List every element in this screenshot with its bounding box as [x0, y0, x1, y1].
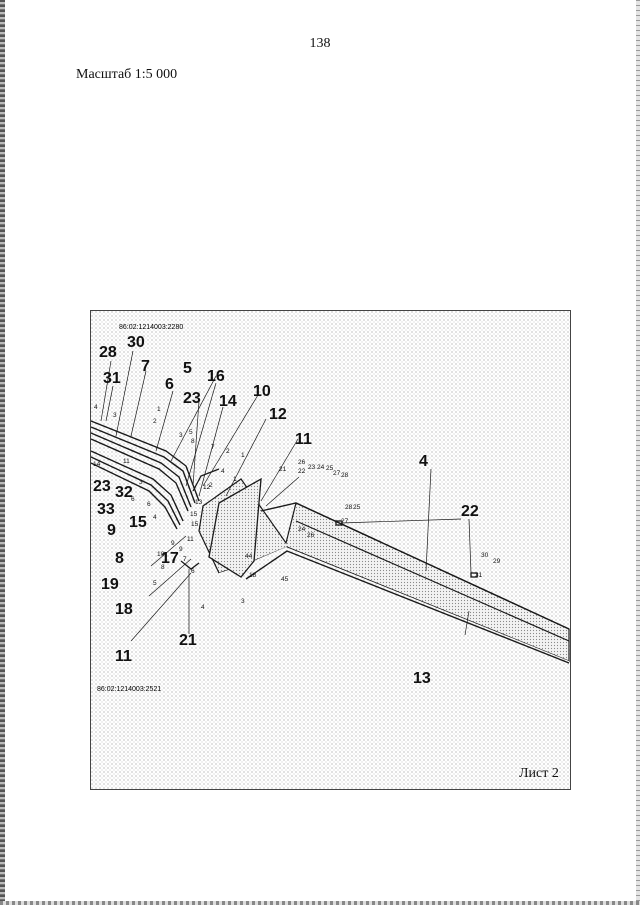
cadastral-number-bottom: 86:02:1214003:2521 [97, 686, 161, 693]
label-16: 16 [207, 368, 225, 385]
point-label: 5 [189, 429, 193, 436]
label-23: 23 [183, 390, 201, 407]
point-label: 24 [298, 526, 306, 533]
point-label: 4 [221, 468, 225, 475]
point-label: 14 [93, 461, 101, 468]
point-label: 21 [279, 466, 287, 473]
label-22: 22 [461, 503, 479, 520]
point-label: 2 [209, 482, 213, 489]
label-15: 15 [129, 514, 147, 531]
big-labels: 28 30 31 7 5 6 16 23 14 10 12 11 4 22 13… [93, 334, 479, 687]
label-6: 6 [165, 376, 174, 393]
label-33: 33 [97, 501, 115, 518]
label-9: 9 [107, 522, 116, 539]
point-label: 8 [161, 564, 165, 571]
label-21: 21 [179, 632, 197, 649]
point-label: 13 [195, 499, 203, 506]
point-label: 3 [113, 412, 117, 419]
point-label: 3 [139, 479, 143, 486]
point-label: 4 [153, 514, 157, 521]
label-4: 4 [419, 453, 428, 470]
point-label: 3 [241, 598, 245, 605]
point-label: 5 [153, 580, 157, 587]
label-30: 30 [127, 334, 145, 351]
label-14: 14 [219, 393, 237, 410]
point-label: 15 [190, 511, 198, 518]
point-label: 6 [191, 568, 195, 575]
label-23-left: 23 [93, 478, 111, 495]
point-label: 7 [183, 556, 187, 563]
label-8: 8 [115, 550, 124, 567]
point-label: 4 [201, 604, 205, 611]
point-label: 1 [157, 406, 161, 413]
cadastral-number-top: 86:02:1214003:2280 [119, 324, 183, 331]
point-label: 2 [226, 448, 230, 455]
point-label: 27 [333, 470, 341, 477]
point-label: 31 [475, 572, 483, 579]
page-scan-edge-left [0, 0, 5, 905]
small-labels: 4 3 1 2 5 7 2 1 3 8 14 11 1 4 3 6 4 15 1… [93, 404, 501, 611]
point-label: 22 [298, 468, 306, 475]
label-5: 5 [183, 360, 192, 377]
label-19: 19 [101, 576, 119, 593]
label-13: 13 [413, 670, 431, 687]
point-label: 2 [153, 418, 157, 425]
point-label: 29 [493, 558, 501, 565]
point-label: 8 [191, 438, 195, 445]
point-label: 9 [179, 546, 183, 553]
point-label: 11 [187, 536, 194, 543]
label-17: 17 [161, 550, 179, 567]
upper-boundary [260, 502, 570, 630]
point-label: 28 [341, 472, 349, 479]
point-label: 10 [157, 551, 165, 558]
corridor-strips [91, 420, 200, 530]
point-label: 12 [203, 484, 211, 491]
point-label: 44 [245, 553, 253, 560]
road-corridor-area [198, 478, 570, 662]
lower-boundary [245, 550, 570, 664]
point-label: 4 [94, 404, 98, 411]
page-number: 138 [309, 36, 331, 51]
label-11-lower: 11 [115, 648, 132, 665]
page-scan-edge-bottom [0, 901, 640, 905]
label-11-upper: 11 [295, 431, 312, 448]
sheet-label: Лист 2 [519, 766, 559, 781]
point-label: 30 [481, 552, 489, 559]
point-label: 24 [317, 464, 325, 471]
label-7: 7 [141, 358, 150, 375]
label-31: 31 [103, 370, 121, 387]
point-label: 1 [241, 452, 245, 459]
point-label: 3 [179, 432, 183, 439]
label-18: 18 [115, 601, 133, 618]
point-label: 45 [281, 576, 289, 583]
point-label: 9 [171, 540, 175, 547]
cadastral-map: 86:02:1214003:2280 86:02:1214003:2521 28… [90, 310, 571, 790]
page-scan-edge-right [636, 0, 640, 905]
inner-boundary [295, 520, 570, 642]
point-label: 1 [233, 476, 237, 483]
point-label: 26 [298, 459, 306, 466]
point-label: 7 [211, 444, 215, 451]
point-label: 15 [191, 521, 199, 528]
label-10: 10 [253, 383, 271, 400]
point-label: 11 [123, 458, 130, 465]
label-28: 28 [99, 344, 117, 361]
point-label: 6 [147, 501, 151, 508]
parcel-12 [208, 477, 262, 578]
point-label: 25 [326, 465, 334, 472]
scale-label: Масштаб 1:5 000 [76, 67, 178, 82]
point-label: 26 [307, 532, 315, 539]
point-label: 18 [249, 572, 257, 579]
lower-area [91, 547, 569, 789]
label-32: 32 [115, 484, 133, 501]
point-label: 25 [353, 504, 361, 511]
point-label: 28 [345, 504, 353, 511]
point-label: 6 [131, 496, 135, 503]
leader-lines [100, 350, 472, 642]
label-12: 12 [269, 406, 287, 423]
point-label: 23 [308, 464, 316, 471]
point-label: 27 [341, 518, 349, 525]
